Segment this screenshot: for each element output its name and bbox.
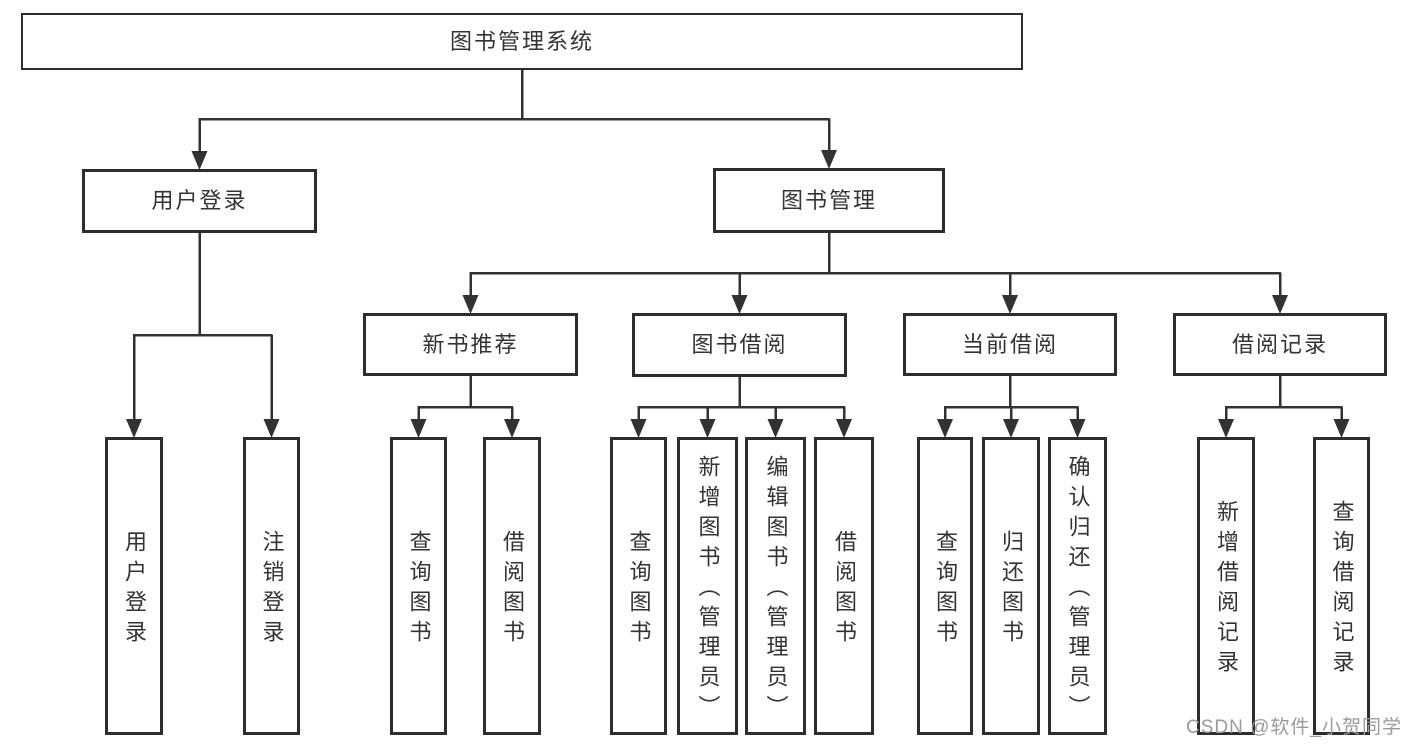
node-label: 编辑图书（管理员） [763,455,789,725]
leaf-query-books-borrowing: 查询图书 [610,437,667,735]
node-label: 查询图书 [933,530,958,650]
node-label: 新增图书（管理员） [695,455,721,725]
leaf-query-books-newbook: 查询图书 [390,437,447,735]
node-label: 确认归还（管理员） [1065,455,1091,725]
leaf-confirm-return-admin: 确认归还（管理员） [1048,437,1107,735]
node-label: 借阅图书 [832,530,857,650]
node-label: 查询图书 [626,530,652,650]
leaf-user-login: 用户登录 [105,437,163,735]
leaf-add-borrow-record: 新增借阅记录 [1197,437,1255,735]
node-label: 当前借阅 [961,331,1058,357]
node-label: 图书借阅 [691,332,788,357]
leaf-query-books-current: 查询图书 [917,437,973,735]
leaf-query-borrow-record: 查询借阅记录 [1313,437,1370,735]
node-book-management: 图书管理 [713,168,945,233]
leaf-add-book-admin: 新增图书（管理员） [677,437,738,735]
node-label: 查询借阅记录 [1329,500,1355,680]
csdn-watermark: CSDN @软件_小贺同学 [1186,717,1402,738]
node-label: 新书推荐 [422,331,519,357]
node-label: 借阅记录 [1231,331,1328,357]
node-current-borrowing: 当前借阅 [903,313,1117,376]
node-label: 用户登录 [122,530,147,650]
leaf-borrow-books-newbook: 借阅图书 [483,437,541,735]
node-label: 查询图书 [406,530,432,650]
node-library-management-system: 图书管理系统 [21,13,1023,70]
leaf-return-books: 归还图书 [982,437,1040,735]
node-label: 归还图书 [999,530,1024,650]
node-label: 借阅图书 [500,530,525,650]
node-label: 图书管理 [780,187,877,213]
leaf-logout: 注销登录 [243,437,300,735]
node-borrowing-records: 借阅记录 [1173,313,1387,376]
node-book-borrowing: 图书借阅 [632,313,847,377]
node-new-book-recommendation: 新书推荐 [363,313,578,376]
node-label: 用户登录 [151,188,248,213]
node-label: 注销登录 [259,530,285,650]
node-label: 图书管理系统 [449,28,594,54]
node-label: 新增借阅记录 [1214,500,1239,680]
leaf-borrow-books-borrowing: 借阅图书 [814,437,874,735]
leaf-edit-book-admin: 编辑图书（管理员） [745,437,806,735]
node-user-login: 用户登录 [82,169,317,233]
